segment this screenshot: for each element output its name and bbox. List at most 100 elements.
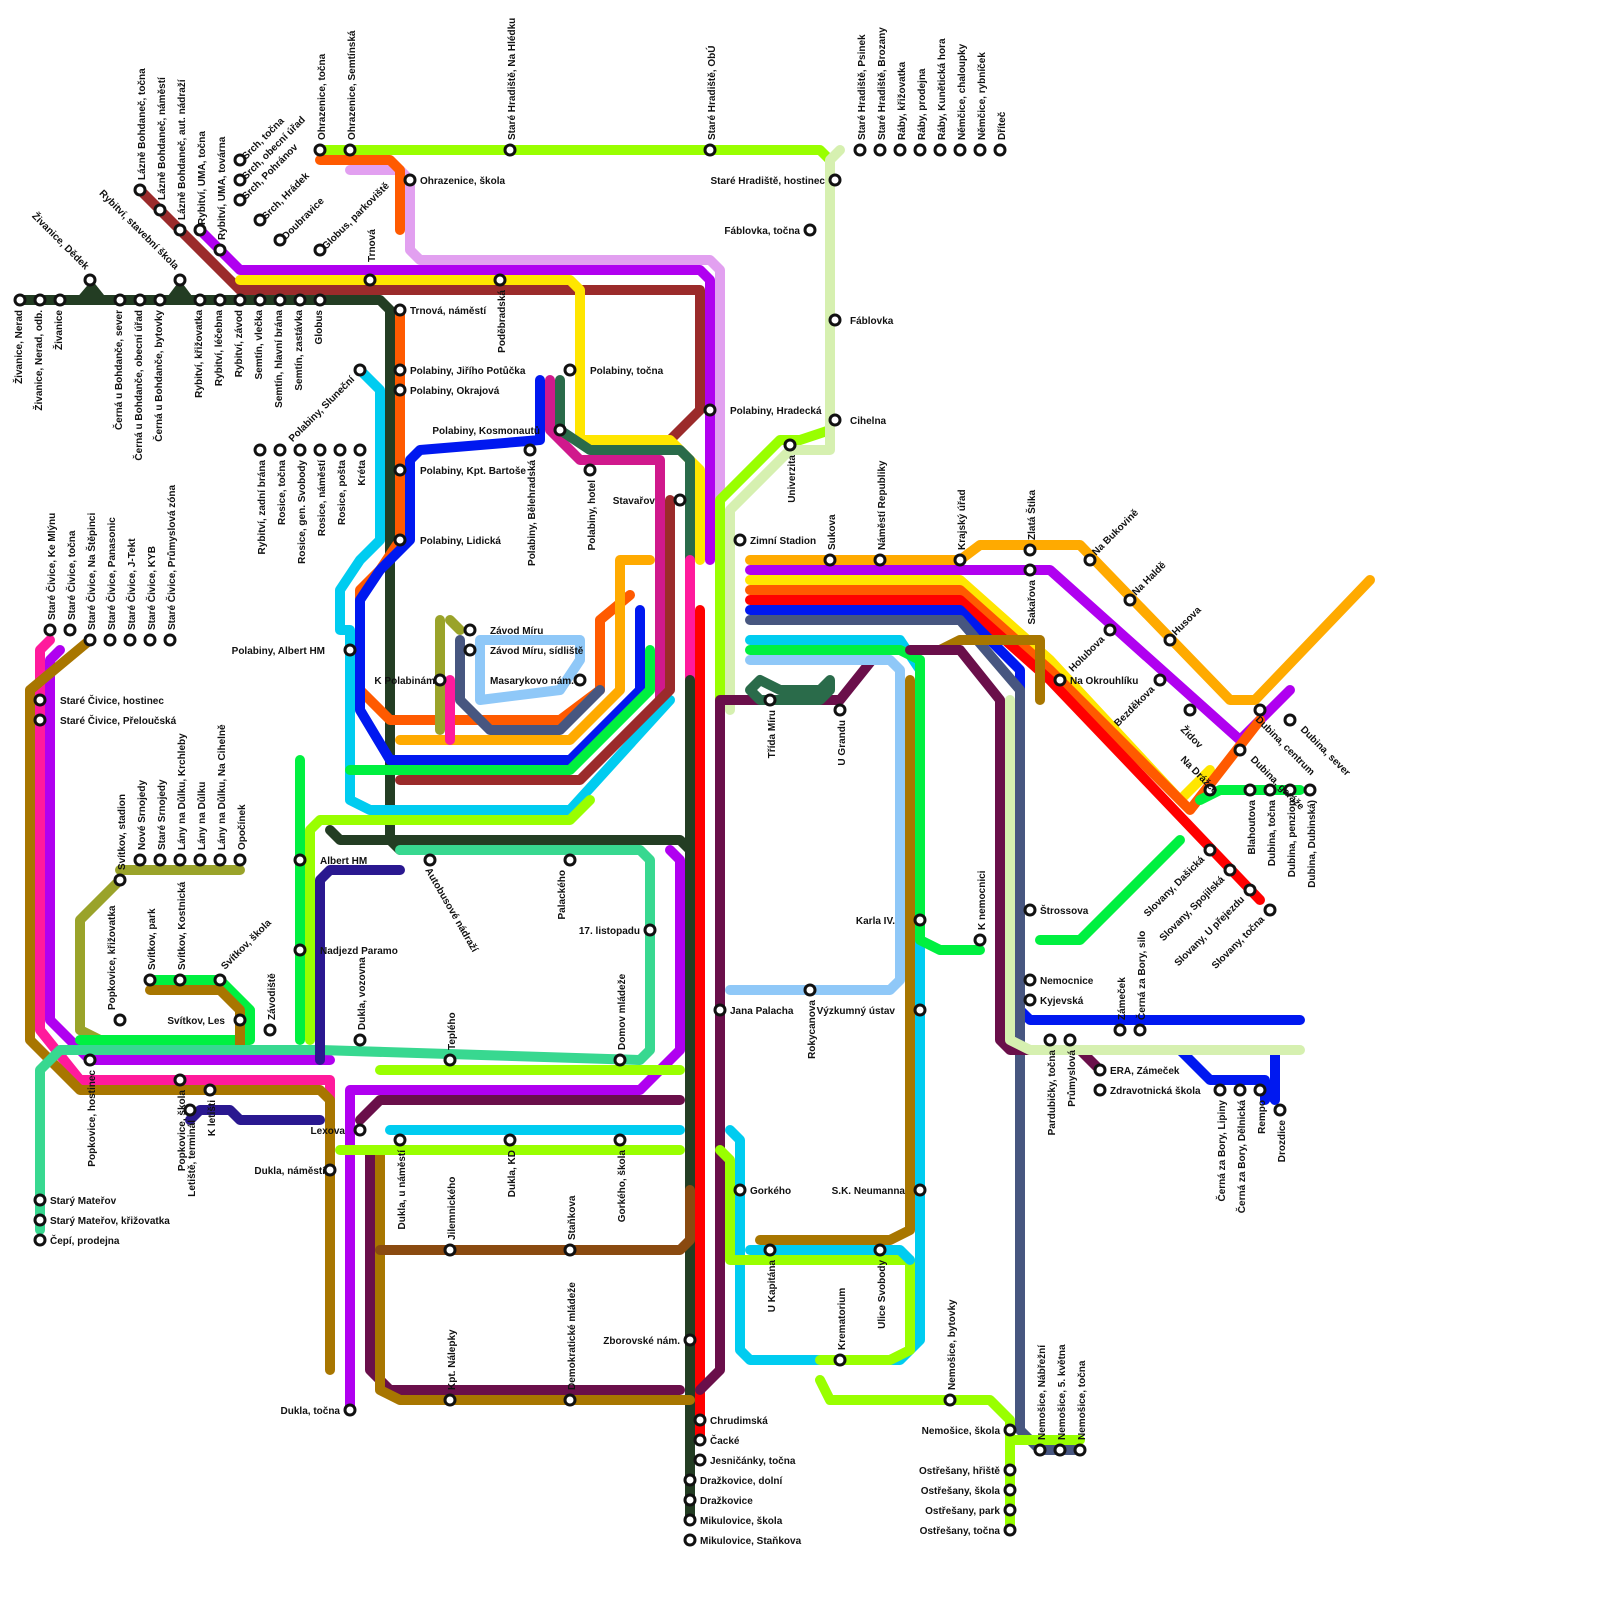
station-marker-stare-civice-prelouccska[interactable] [35,715,45,725]
station-marker-ulice-svobody[interactable] [875,1245,885,1255]
station-label-letiste-terminal[interactable]: Letiště, terminál [187,1120,198,1197]
station-label-rybitvi-zadni[interactable]: Rybitví, zadní brána [257,460,268,555]
station-marker-u-grandu[interactable] [835,705,845,715]
station-label-zborovske[interactable]: Zborovské nám. [603,1336,680,1347]
station-marker-cerna-sever[interactable] [115,295,125,305]
station-marker-ostresany-park[interactable] [1005,1505,1015,1515]
station-marker-rybitvi-uma-tovarna[interactable] [215,245,225,255]
station-marker-na-halde[interactable] [1125,595,1135,605]
station-marker-trida-miru[interactable] [765,695,775,705]
station-marker-k-polabinam[interactable] [435,675,445,685]
station-label-na-okrouhliku[interactable]: Na Okrouhlíku [1070,676,1138,687]
station-label-vyzkumny-ustav[interactable]: Výzkumný ústav [817,1006,896,1017]
station-label-nemosice-5kvetna[interactable]: Nemošice, 5. května [1057,1344,1068,1440]
station-label-stare-civice-ke-mlynu[interactable]: Staré Čivice, Ke Mlýnu [45,513,58,620]
station-marker-dubina-garaze[interactable] [1235,745,1245,755]
station-marker-cerna-za-bory-lipiny[interactable] [1215,1085,1225,1095]
station-label-dubina-tocna[interactable]: Dubina, točna [1267,800,1278,867]
station-marker-albert-hm[interactable] [295,855,305,865]
station-marker-dukla-tocna[interactable] [345,1405,355,1415]
station-marker-dubina-dubinska[interactable] [1305,785,1315,795]
station-label-kpt-nalepky[interactable]: Kpt. Nálepky [447,1329,458,1390]
station-label-zamecek[interactable]: Zámeček [1117,977,1128,1020]
station-marker-stary-materov-krizovatka[interactable] [35,1215,45,1225]
station-marker-cerna-obecni[interactable] [135,295,145,305]
station-label-polabiny-hradecka[interactable]: Polabiny, Hradecká [730,406,822,417]
station-marker-polabiny-kosmonautu[interactable] [555,425,565,435]
station-marker-slovany-prejezd[interactable] [1245,885,1255,895]
station-marker-zimni-stadion[interactable] [735,535,745,545]
station-label-stare-civice-jtekt[interactable]: Staré Čivice, J-Tekt [125,538,138,630]
station-marker-dukla-vozovna[interactable] [355,1035,365,1045]
station-marker-semtin-vlecka[interactable] [255,295,265,305]
station-marker-raby-prodejna[interactable] [915,145,925,155]
station-label-na-halde[interactable]: Na Haldě [1130,560,1168,598]
station-label-na-bukovine[interactable]: Na Bukovině [1090,507,1141,558]
station-marker-polabiny-kpt-bartose[interactable] [395,465,405,475]
station-label-zlata-stika[interactable]: Zlatá Štika [1025,490,1038,540]
station-marker-sedmnacteho-listopadu[interactable] [645,925,655,935]
station-label-stare-civice-hostinec[interactable]: Staré Čivice, hostinec [60,694,164,707]
station-label-mikulovice-skola[interactable]: Mikulovice, škola [700,1516,783,1527]
station-marker-polabiny-albert[interactable] [345,645,355,655]
station-label-stare-civice-prelouccska[interactable]: Staré Čivice, Přeloučská [60,714,177,727]
station-marker-stare-civice-panasonic[interactable] [105,635,115,645]
station-marker-holubova[interactable] [1105,625,1115,635]
station-label-nove-srnojedy[interactable]: Nové Srnojedy [137,780,148,850]
station-label-stary-materov[interactable]: Starý Mateřov [50,1196,117,1207]
station-marker-rybitvi-stavebni[interactable] [175,275,185,285]
station-marker-cerna-za-bory-silo[interactable] [1135,1025,1145,1035]
station-label-raby-kuneticka[interactable]: Ráby, Kunětická hora [937,38,948,140]
station-marker-palackeho[interactable] [565,855,575,865]
station-label-globus[interactable]: Globus [314,310,325,345]
route-line[interactable] [380,1190,690,1250]
station-marker-svitkov-les[interactable] [235,1015,245,1025]
station-label-stare-srnojedy[interactable]: Staré Srnojedy [157,779,168,850]
station-marker-vyzkumny-ustav[interactable] [915,1005,925,1015]
route-line[interactable] [730,660,900,990]
station-label-lany-krchleby[interactable]: Lány na Důlku, Krchleby [176,733,188,850]
station-label-rybitvi-stavebni[interactable]: Rybitví, stavební škola [97,188,181,272]
station-label-nemosice-tocna[interactable]: Nemošice, točna [1077,1360,1088,1440]
station-label-sedmnacteho-listopadu[interactable]: 17. listopadu [579,926,640,937]
station-marker-slovany-tocna[interactable] [1265,905,1275,915]
station-label-svitkov-stadion[interactable]: Svítkov, stadion [117,794,128,870]
station-label-namesti-republiky[interactable]: Náměstí Republiky [877,460,888,550]
station-label-cepi-prodejna[interactable]: Čepí, prodejna [50,1234,120,1247]
station-marker-rybitvi-krizovatka[interactable] [195,295,205,305]
station-label-polabiny-tocna[interactable]: Polabiny, točna [590,366,664,377]
station-label-svitkov-park[interactable]: Svítkov, park [147,908,158,970]
station-label-univerzita[interactable]: Univerzita [787,455,798,503]
station-marker-nemcice-rybnicek[interactable] [975,145,985,155]
station-marker-sh-hostinec[interactable] [830,175,840,185]
station-marker-ostresany-tocna[interactable] [1005,1525,1015,1535]
station-label-prumyslova[interactable]: Průmyslová [1066,1050,1078,1107]
station-label-karla-iv[interactable]: Karla IV. [856,916,895,927]
station-label-lazne-tocna[interactable]: Lázně Bohdaneč, točna [137,68,148,180]
station-label-zavod-miru-sidliste[interactable]: Závod Míru, sídliště [490,646,584,657]
route-line[interactable] [700,650,880,1390]
station-marker-raby-krizovatka[interactable] [895,145,905,155]
station-label-stary-materov-krizovatka[interactable]: Starý Mateřov, křižovatka [50,1216,170,1227]
station-label-nemosice-nabrezni[interactable]: Nemošice, Nábřežní [1037,1344,1048,1440]
station-label-u-grandu[interactable]: U Grandu [837,720,848,766]
station-marker-polabiny-hotel[interactable] [585,465,595,475]
station-label-strossova[interactable]: Štrossova [1040,904,1089,917]
station-label-bezdekova[interactable]: Bezděkova [1112,684,1157,729]
station-label-mikulovice-stankova[interactable]: Mikulovice, Staňkova [700,1536,802,1547]
station-marker-chrudimska[interactable] [695,1415,705,1425]
station-label-stavarov[interactable]: Stavařov [613,496,656,507]
station-label-stare-civice-stepinci[interactable]: Staré Čivice, Na Štěpinci [85,513,98,630]
station-marker-masarykovo[interactable] [575,675,585,685]
station-label-drazkovice[interactable]: Dražkovice [700,1496,753,1507]
station-label-zavod-miru[interactable]: Závod Míru [490,626,543,637]
station-marker-nemosice-bytovky[interactable] [945,1395,955,1405]
station-marker-strossova[interactable] [1025,905,1035,915]
station-marker-domov-mladeze[interactable] [615,1055,625,1065]
station-label-rosice-posta[interactable]: Rosice, pošta [337,460,348,525]
station-label-rosice-tocna[interactable]: Rosice, točna [277,460,288,525]
station-marker-stare-civice-stepinci[interactable] [85,635,95,645]
station-marker-univerzita[interactable] [785,440,795,450]
station-label-u-kapitana[interactable]: U Kapitána [767,1260,778,1313]
station-marker-lexova[interactable] [355,1125,365,1135]
